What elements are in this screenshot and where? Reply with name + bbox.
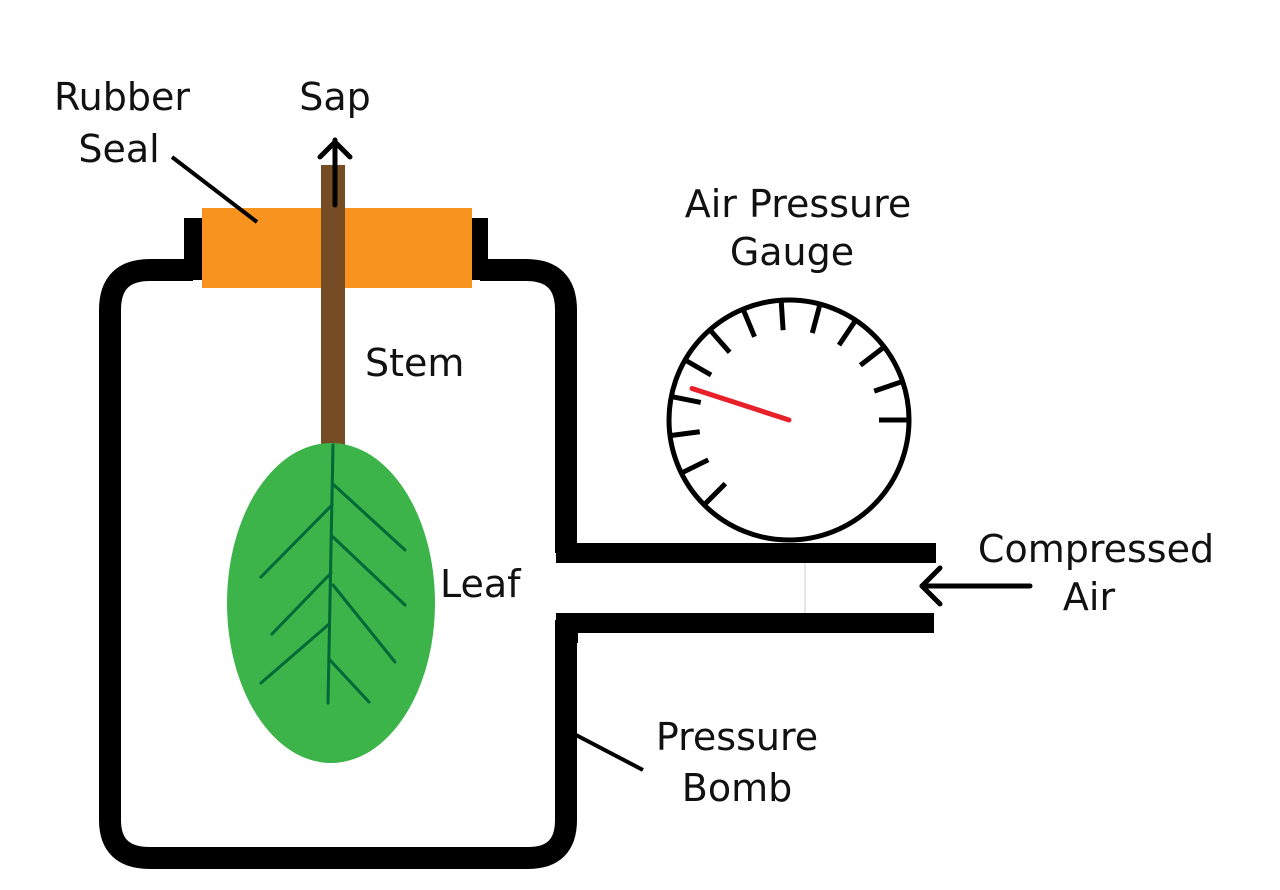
gauge-ticks: [671, 302, 907, 506]
gauge-tick: [741, 310, 757, 338]
compressed-air-label-line1: Compressed: [978, 527, 1214, 571]
leaf-vein: [270, 571, 333, 636]
chamber-flange-left: [184, 218, 204, 280]
gauge-tick: [671, 429, 701, 438]
gauge-needle: [689, 385, 792, 423]
air-pressure-gauge: [666, 297, 912, 543]
pressure-bomb-label-line2: Bomb: [682, 766, 792, 810]
stem: [321, 165, 345, 450]
leaf-vein: [332, 483, 407, 552]
air-arrow-head: [919, 565, 943, 607]
gauge-tick: [836, 320, 857, 347]
rubber-seal-label-line1: Rubber: [54, 75, 190, 119]
stem-label: Stem: [365, 341, 464, 385]
pressure-bomb-chamber: [99, 259, 577, 869]
sap-arrow-head: [317, 139, 353, 160]
gauge-tick: [703, 481, 728, 506]
leaf-vein: [331, 583, 397, 664]
gauge-tick: [809, 305, 822, 334]
rubber-seal-label-line2: Seal: [78, 127, 159, 171]
gauge-tick: [873, 379, 902, 394]
pressure-bomb-label-line1: Pressure: [656, 715, 818, 759]
pressure-bomb-leader-line: [575, 733, 644, 772]
gauge-tick: [709, 329, 732, 354]
gauge-tick: [682, 457, 710, 475]
leaf-veins: [259, 443, 407, 705]
compressed-air-label-line2: Air: [1063, 575, 1116, 619]
chamber-flange-right: [470, 218, 488, 280]
leaf-vein: [259, 503, 334, 579]
gauge-tick: [858, 346, 885, 368]
gauge-tick: [778, 302, 786, 331]
gauge-label-line1: Air Pressure: [685, 182, 912, 226]
sap-arrow-icon: [317, 137, 353, 208]
leaf-vein: [331, 535, 407, 607]
leaf-vein: [327, 657, 371, 704]
inlet-pipe-bottom-wall: [556, 613, 934, 633]
inlet-pipe-wall-joint: [556, 613, 578, 643]
leaf-vein: [259, 623, 330, 685]
leaf-label: Leaf: [440, 562, 522, 606]
rubber-seal-leader-line: [170, 155, 259, 224]
compressed-air-arrow-icon: [919, 565, 1033, 607]
inlet-pipe-top-wall: [556, 543, 936, 563]
gauge-tick: [672, 394, 702, 405]
gauge-tick: [685, 358, 713, 378]
gauge-label-line2: Gauge: [730, 230, 854, 274]
sap-label: Sap: [299, 75, 371, 119]
